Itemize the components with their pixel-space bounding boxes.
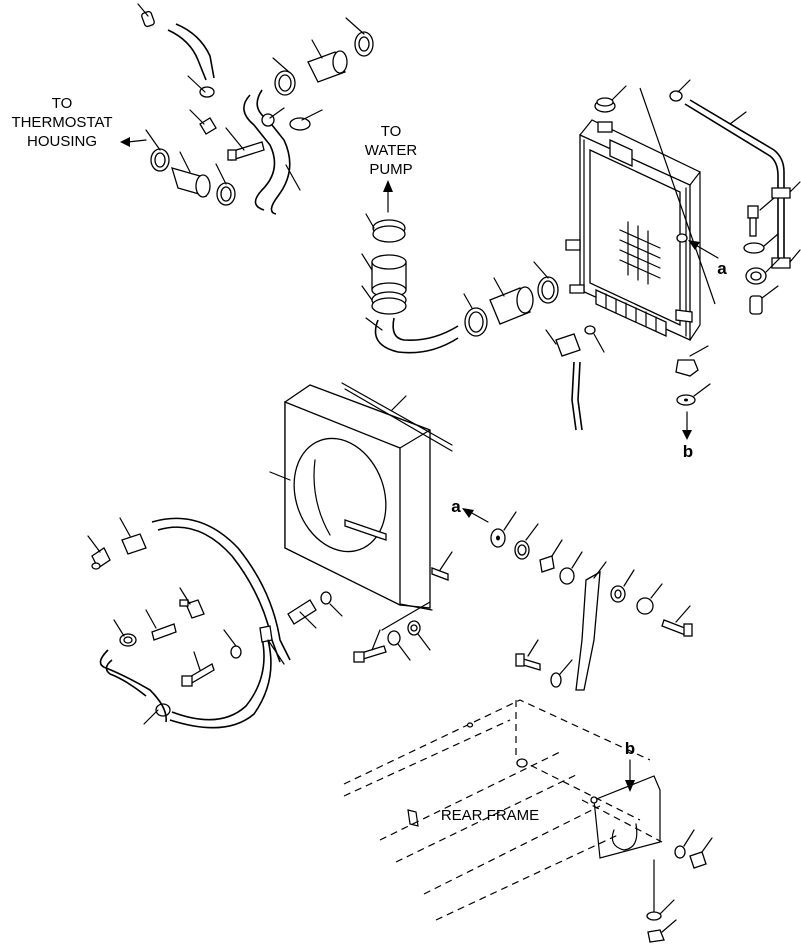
ref-letter-a-radiator: a [717, 259, 727, 278]
frame-mount-hardware [646, 829, 713, 943]
ref-letter-b-frame: b [625, 739, 635, 758]
water-pump-label-line1: TO [381, 123, 402, 140]
drain-valve-group [545, 325, 605, 431]
overflow-hose-group [87, 517, 343, 729]
water-pump-label-line3: PUMP [369, 161, 412, 178]
thermostat-label-line2: THERMOSTAT [11, 114, 112, 131]
upper-hose-group [137, 3, 374, 215]
thermostat-label-line3: HOUSING [27, 133, 97, 150]
thermostat-label: TO THERMOSTAT HOUSING [11, 95, 112, 150]
water-pump-label: TO WATER PUMP [365, 123, 418, 178]
lower-radiator-hose-group [361, 213, 559, 354]
radiator-core-grid [619, 221, 661, 285]
ref-letter-a-shroud: a [451, 497, 461, 516]
radiator [565, 85, 701, 342]
shroud-mount-hardware [490, 511, 693, 691]
water-pump-label-line2: WATER [365, 142, 418, 159]
radiator-mount-hardware [639, 79, 801, 440]
rear-frame-label: REAR FRAME [441, 807, 539, 824]
fan-shroud [269, 382, 453, 611]
ref-letter-b-radiator: b [683, 442, 693, 461]
rear-frame [343, 699, 663, 921]
thermostat-label-line1: TO [52, 95, 73, 112]
shroud-lower-bolts [353, 601, 431, 663]
